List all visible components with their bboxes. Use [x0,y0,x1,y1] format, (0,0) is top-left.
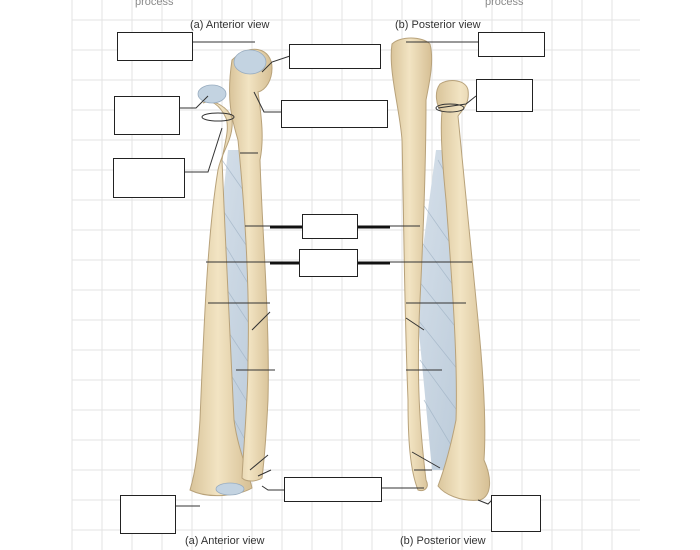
radial-neck-ring [201,112,235,122]
label-box-radial-neck[interactable] [113,158,185,198]
label-box-trochlear-notch[interactable] [289,44,381,69]
cutoff-text-left: process [135,0,174,8]
caption-anterior-bottom: (a) Anterior view [185,535,265,547]
ulna-bone-anterior [229,48,273,482]
label-box-styloid-posterior[interactable] [491,495,541,532]
ulna-bone-posterior [390,37,433,491]
label-box-ulnar-notch[interactable] [284,477,382,502]
membrane-fibers-anterior [213,159,261,461]
label-box-olecranon-posterior[interactable] [478,32,545,57]
ulna-trochlear-notch-cartilage-anterior [233,49,267,75]
membrane-fibers-posterior [417,159,467,461]
label-box-radial-head-posterior[interactable] [476,79,533,112]
label-box-styloid-anterior[interactable] [120,495,176,534]
label-box-olecranon-anterior[interactable] [117,32,193,61]
caption-posterior-top: (b) Posterior view [395,19,481,31]
radius-bone-posterior [435,80,490,501]
label-box-coronoid-process[interactable] [281,100,388,128]
anterior-view [189,48,273,497]
label-box-ulna[interactable] [302,214,358,239]
label-box-radial-head[interactable] [114,96,180,135]
radial-neck-ring-posterior [435,103,465,113]
center-label-connectors [270,225,390,265]
label-box-radius[interactable] [299,249,358,277]
radial-head-cartilage-anterior [197,84,227,104]
caption-anterior-top: (a) Anterior view [190,19,270,31]
cutoff-text-right: process [485,0,524,8]
posterior-view [390,37,490,501]
distal-cartilage-anterior [215,482,245,496]
caption-posterior-bottom: (b) Posterior view [400,535,486,547]
